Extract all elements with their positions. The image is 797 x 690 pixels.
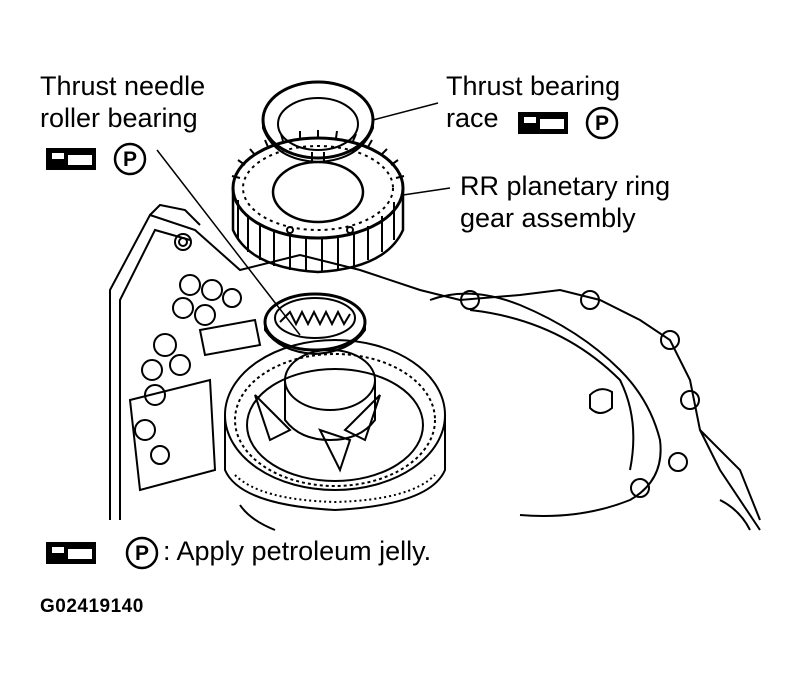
thrust-bearing-race [261, 80, 375, 164]
rr-planetary-ring-gear [231, 130, 405, 274]
label-thrust-bearing-race: Thrust bearing race [446, 70, 620, 134]
thrust-needle-roller-bearing [263, 292, 367, 356]
needle-bearing-jelly-symbol: P [46, 142, 147, 176]
svg-text:P: P [595, 112, 609, 135]
svg-text:P: P [135, 542, 149, 565]
label-line-2: race [446, 103, 499, 133]
grease-gun-icon [46, 148, 96, 170]
label-line-1: RR planetary ring [460, 171, 671, 201]
leader-lines [156, 102, 451, 336]
case-ports [128, 274, 262, 492]
leader-bearing-race [372, 102, 439, 121]
race-jelly-symbol: P [518, 106, 619, 140]
petroleum-jelly-p-icon: P [125, 536, 159, 570]
grease-gun-icon [518, 112, 568, 134]
label-rr-planetary-ring-gear: RR planetary ring gear assembly [460, 170, 670, 234]
legend-text: : Apply petroleum jelly. [163, 536, 432, 566]
label-line-1: Thrust needle [40, 71, 206, 101]
transmission-case [109, 203, 761, 531]
petroleum-jelly-p-icon: P [113, 142, 147, 176]
grease-gun-icon [46, 542, 96, 564]
label-line-2: gear assembly [460, 203, 636, 233]
svg-text:P: P [123, 148, 137, 171]
leader-needle-bearing [156, 149, 301, 336]
leader-ring-gear [402, 187, 451, 196]
legend-jelly-symbol: P [46, 536, 159, 570]
label-thrust-needle-roller-bearing: Thrust needle roller bearing [40, 70, 205, 134]
lower-planetary-gear [224, 339, 446, 531]
petroleum-jelly-p-icon: P [585, 106, 619, 140]
label-line-1: Thrust bearing [446, 71, 621, 101]
label-line-2: roller bearing [40, 103, 198, 133]
figure-code: G02419140 [40, 596, 144, 617]
